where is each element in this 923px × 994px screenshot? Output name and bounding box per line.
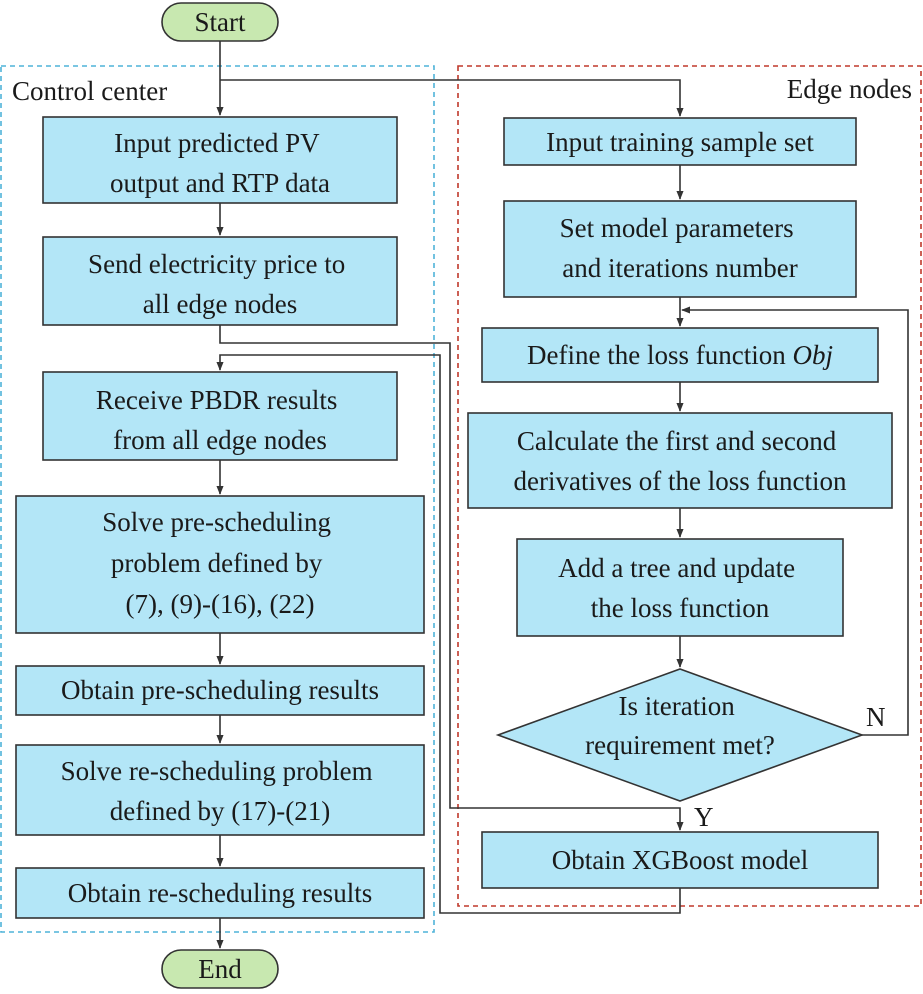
obtain-xgboost-text: Obtain XGBoost model — [552, 845, 809, 875]
set-model-parameters-box — [503, 200, 857, 298]
control-center-label: Control center — [12, 76, 167, 106]
obtain-xgboost-box — [481, 831, 879, 889]
end-terminal — [161, 949, 279, 989]
calculate-derivatives-text: Calculate the first and second derivativ… — [514, 426, 847, 496]
arrow-edge-model-to-receive — [216, 354, 681, 914]
edge-nodes-region — [457, 65, 922, 907]
input-pv-rtp-text: Input predicted PV output and RTP data — [110, 128, 330, 198]
send-price-box — [42, 236, 398, 326]
arrow-send-to-edge-obtain — [219, 325, 684, 831]
obtain-re-scheduling-text: Obtain re-scheduling results — [68, 878, 372, 908]
obtain-pre-scheduling-box — [15, 665, 425, 716]
obj-symbol: Obj — [792, 340, 833, 370]
edge-nodes-label: Edge nodes — [787, 74, 912, 104]
add-tree-box — [516, 538, 844, 637]
control-center-region — [0, 65, 435, 933]
solve-re-scheduling-text: Solve re-scheduling problem defined by (… — [61, 756, 380, 826]
branch-yes-label: Y — [694, 802, 714, 832]
receive-pbdr-text: Receive PBDR results from all edge nodes — [96, 385, 344, 455]
solve-re-scheduling-box — [15, 744, 425, 836]
input-training-text: Input training sample set — [546, 127, 814, 157]
arrow-decision-no-loop — [681, 306, 909, 736]
set-model-parameters-text: Set model parameters and iterations numb… — [560, 213, 801, 283]
solve-pre-scheduling-text: Solve pre-scheduling problem defined by … — [102, 507, 337, 619]
receive-pbdr-box — [42, 371, 398, 461]
add-tree-text: Add a tree and update the loss function — [558, 553, 802, 623]
calculate-derivatives-box — [467, 412, 893, 509]
define-loss-box — [481, 327, 879, 383]
arrow-start-to-edge — [220, 79, 684, 117]
obtain-re-scheduling-box — [15, 867, 425, 919]
solve-pre-scheduling-box — [15, 495, 425, 634]
input-training-box — [503, 117, 857, 166]
iteration-decision-text: Is iteration requirement met? — [585, 691, 775, 760]
start-label: Start — [195, 7, 246, 37]
end-label: End — [198, 954, 242, 984]
iteration-decision-diamond — [495, 668, 865, 802]
obtain-pre-scheduling-text: Obtain pre-scheduling results — [61, 675, 379, 705]
start-terminal — [161, 2, 279, 42]
define-loss-text: Define the loss function Obj — [527, 340, 833, 370]
branch-no-label: N — [866, 702, 886, 732]
input-pv-rtp-box — [42, 116, 398, 204]
send-price-text: Send electricity price to all edge nodes — [88, 249, 352, 319]
